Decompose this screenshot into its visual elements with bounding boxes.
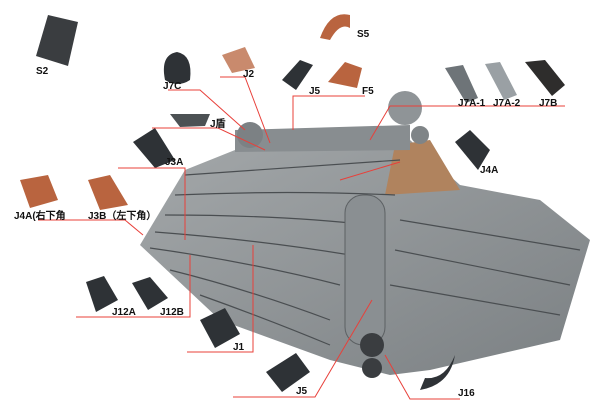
tile-rows (149, 159, 581, 346)
label-j7b: J7B (539, 98, 557, 109)
label-j7a1: J7A-1 (458, 98, 486, 109)
tile-j2 (222, 47, 255, 73)
tile-j16 (420, 355, 455, 390)
roof-illustration (140, 91, 590, 378)
tile-labels: S2 S5 J2 J7C J5 F5 J7A-1 J7A-2 J7B J盾 J3… (14, 29, 557, 399)
tile-j1 (200, 308, 240, 348)
label-j-shield: J盾 (210, 117, 226, 130)
label-j5-bottom: J5 (296, 386, 308, 397)
label-j5-top: J5 (309, 86, 321, 97)
label-j7a2: J7A-2 (493, 98, 521, 109)
tile-s5 (320, 14, 350, 40)
label-j4a-corner: J4A(右下角 (14, 209, 66, 222)
ridge-end-cap (360, 333, 384, 357)
gable-wood (385, 140, 460, 195)
ridge-ornament-right (388, 91, 422, 125)
tile-j7a1 (445, 65, 478, 103)
tile-j12a (86, 276, 118, 312)
label-j16: J16 (458, 388, 475, 399)
leader-lines (38, 76, 565, 400)
label-j2: J2 (243, 69, 255, 80)
tile-j7c (163, 52, 191, 84)
tile-j7a2 (485, 62, 517, 100)
label-j7c: J7C (163, 81, 181, 92)
tile-j12b (132, 277, 168, 310)
label-s5: S5 (357, 29, 370, 40)
label-j12a: J12A (112, 307, 136, 318)
label-j3b-corner: J3B（左下角） (88, 209, 156, 222)
tile-j5-top (282, 60, 313, 90)
tile-j4a (455, 130, 490, 170)
label-j1: J1 (233, 342, 245, 353)
label-j4a: J4A (480, 165, 498, 176)
tile-f5 (328, 62, 362, 88)
label-j12b: J12B (160, 307, 184, 318)
tile-j4a-corner (20, 175, 58, 208)
tile-j5-bottom (266, 353, 310, 392)
tile-j7b (525, 60, 565, 96)
tile-j-shield (170, 114, 210, 127)
tile-thumbnails (20, 14, 565, 392)
tile-s2 (36, 15, 78, 66)
ridge (235, 125, 410, 152)
label-f5: F5 (362, 86, 374, 97)
label-s2: S2 (36, 66, 49, 77)
tile-j3a (133, 128, 175, 168)
label-j3a: J3A (165, 157, 183, 168)
tile-j3b-corner (88, 175, 128, 210)
hip-ridge (344, 194, 386, 346)
